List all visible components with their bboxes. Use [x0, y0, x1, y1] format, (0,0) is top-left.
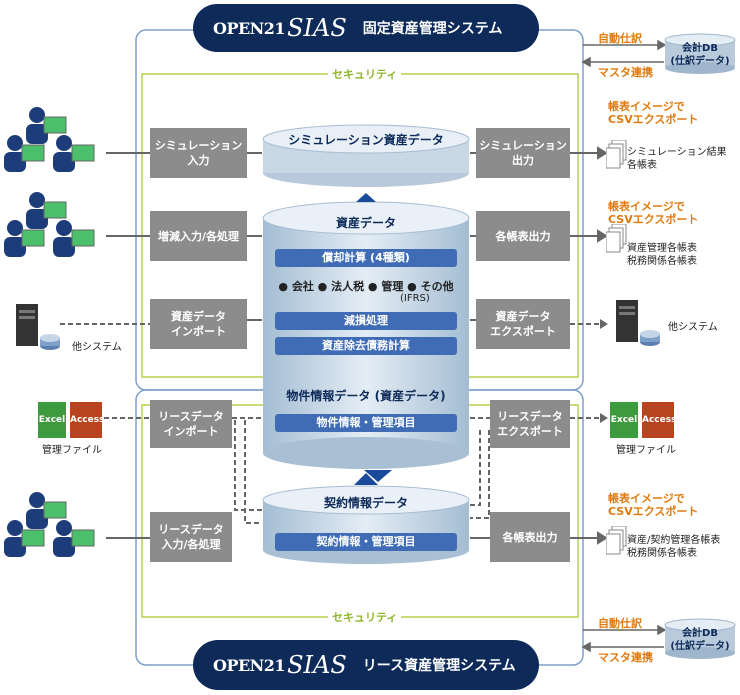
lease-input-box: リースデータ 入力/各処理 — [150, 512, 232, 562]
categories-label: ● 会社 ● 法人税 ● 管理 ● その他 — [278, 280, 454, 293]
logo-small: OPEN21 — [213, 655, 286, 675]
doc-label: 資産/契約管理各帳表 税務関係各帳表 — [627, 535, 721, 559]
document-icon — [605, 223, 628, 258]
master-link-label: マスタ連携 — [598, 66, 653, 79]
data-export-box: 資産データ エクスポート — [476, 299, 570, 349]
access-icon: Access — [70, 402, 105, 438]
logo-big: SIAS — [287, 14, 347, 42]
csv-export-label: 帳表イメージで CSVエクスポート — [608, 492, 699, 518]
impairment-pill: 減損処理 — [275, 312, 457, 330]
sim-db-label: シミュレーション資産データ — [288, 133, 444, 147]
master-link-label: マスタ連携 — [598, 651, 653, 664]
auto-journal-label: 自動仕訳 — [598, 32, 642, 45]
lease-report-box: 各帳表出力 — [490, 512, 570, 562]
excel-label: Excel — [38, 415, 66, 425]
users-icon — [2, 190, 106, 260]
accounting-db-label: 会計DB — [682, 628, 718, 639]
depreciation-pill: 償却計算 (4種類) — [275, 249, 457, 267]
change-input-box: 増減入力/各処理 — [150, 211, 247, 261]
accounting-db-sub: (仕訳データ) — [670, 56, 730, 67]
document-icon — [605, 139, 628, 174]
logo-small: OPEN21 — [213, 18, 286, 38]
aro-pill: 資産除去債務計算 — [275, 337, 457, 355]
data-import-box: 資産データ インポート — [150, 299, 247, 349]
mgmt-file-left-label: 管理ファイル — [42, 445, 102, 456]
system-title: リース資産管理システム — [362, 658, 516, 674]
excel-icon: Excel — [610, 402, 638, 438]
security-label: セキュリティ — [328, 609, 402, 625]
users-icon — [2, 490, 106, 560]
sim-output-box: シミュレーション 出力 — [476, 128, 570, 178]
logo-big: SIAS — [287, 651, 347, 679]
contract-db-label: 契約情報データ — [323, 496, 408, 510]
accounting-db-sub: (仕訳データ) — [670, 641, 730, 652]
server-icon — [14, 302, 64, 356]
doc-label: 資産管理各帳表 税務関係各帳表 — [627, 243, 697, 267]
csv-export-label: 帳表イメージで CSVエクスポート — [608, 100, 699, 126]
contract-items-pill: 契約情報・管理項目 — [275, 533, 457, 551]
access-icon: Access — [642, 402, 677, 438]
ifrs-label: (IFRS) — [400, 293, 430, 304]
csv-export-label: 帳表イメージで CSVエクスポート — [608, 200, 699, 226]
lease-export-box: リースデータ エクスポート — [490, 400, 570, 448]
mgmt-file-right-label: 管理ファイル — [616, 445, 676, 456]
property-items-pill: 物件情報・管理項目 — [275, 414, 457, 432]
asset-db-label: 資産データ — [335, 216, 396, 230]
lease-import-box: リースデータ インポート — [150, 400, 232, 448]
server-icon — [614, 298, 664, 352]
report-output-box: 各帳表出力 — [476, 211, 570, 261]
accounting-db: 会計DB (仕訳データ) — [665, 627, 735, 653]
accounting-db-label: 会計DB — [682, 43, 718, 54]
excel-icon: Excel — [38, 402, 66, 438]
sim-input-box: シミュレーション 入力 — [150, 128, 247, 178]
users-icon — [2, 105, 106, 175]
document-icon — [605, 525, 628, 560]
auto-journal-label: 自動仕訳 — [598, 617, 642, 630]
accounting-db: 会計DB (仕訳データ) — [665, 42, 735, 68]
excel-label: Excel — [610, 415, 638, 425]
system-title: 固定資産管理システム — [362, 21, 503, 37]
top-banner: OPEN21 SIAS 固定資産管理システム — [193, 4, 539, 52]
property-db-label: 物件情報データ (資産データ) — [286, 389, 446, 403]
bottom-banner: OPEN21 SIAS リース資産管理システム — [193, 640, 539, 690]
security-label: セキュリティ — [328, 66, 402, 82]
doc-label: シミュレーション結果 各帳表 — [627, 147, 727, 171]
other-system-left-label: 他システム — [72, 342, 122, 353]
access-label: Access — [642, 415, 677, 425]
access-label: Access — [70, 415, 105, 425]
other-system-right-label: 他システム — [668, 322, 718, 333]
